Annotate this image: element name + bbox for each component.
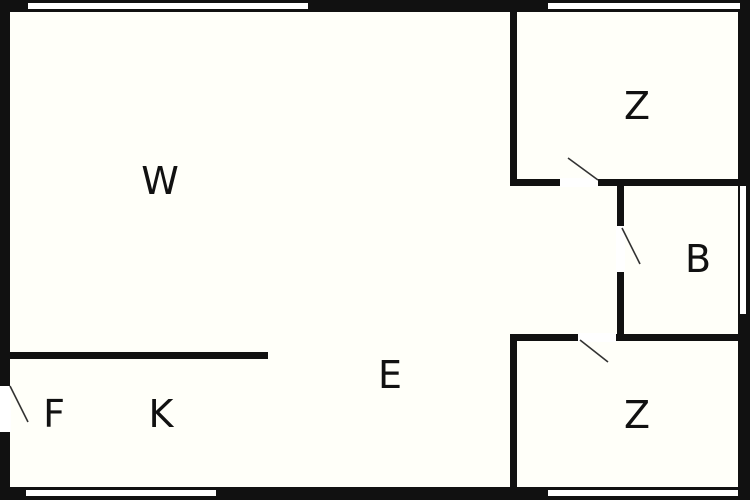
door-leaf-entrance [9,385,29,423]
wall-kitchen-partition [10,352,268,359]
window-bathroom-right [740,186,746,314]
room-label-living: W [141,159,179,203]
door-opening-bedroom-bottom [578,333,616,342]
room-label-bedroom-bottom: Z [624,393,650,437]
wall-bedroom-bottom-top [510,334,742,341]
door-opening-entrance [0,386,11,432]
wall-left [0,0,10,500]
door-leaf-bathroom [621,227,641,265]
room-label-hall: E [378,353,402,397]
room-label-fridge: F [43,392,65,436]
window-bottom-left [26,490,216,496]
window-bottom-right [548,490,738,496]
window-top-left [28,3,308,9]
door-leaf-bedroom-bottom [579,339,609,363]
door-opening-bedroom-top [560,178,598,187]
room-label-kitchen: K [149,392,175,436]
wall-bedroom-bottom-left [510,334,517,494]
room-label-bathroom: B [685,237,711,281]
room-label-bedroom-top: Z [624,84,650,128]
window-top-right [548,3,740,9]
wall-bedroom-top-bottom [510,179,742,186]
door-opening-bathroom [616,226,625,272]
wall-bedroom-top-left [510,10,517,186]
door-leaf-bedroom-top [567,157,599,181]
